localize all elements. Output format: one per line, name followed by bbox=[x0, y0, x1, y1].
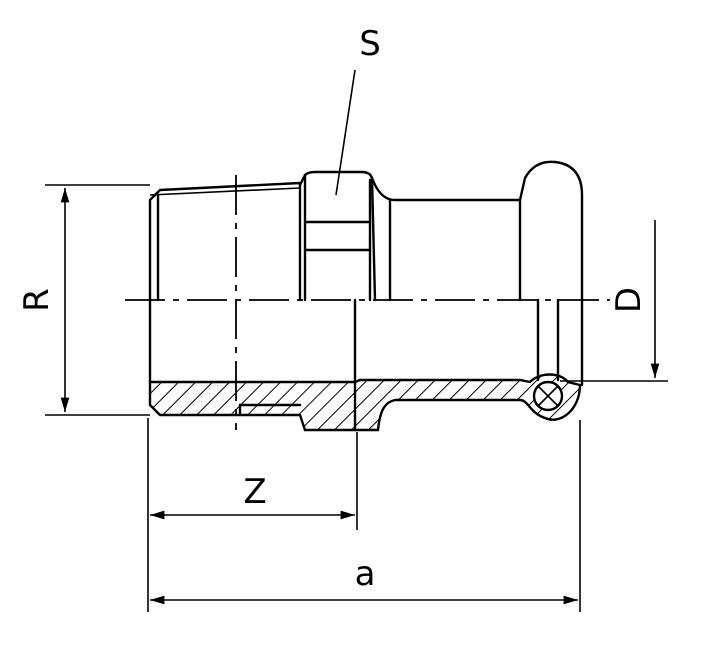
section-hatching bbox=[148, 373, 582, 432]
press-body-outline bbox=[370, 176, 522, 302]
thread-crest-line bbox=[149, 187, 301, 196]
hex-outline bbox=[298, 170, 377, 302]
s-leader-line bbox=[335, 69, 356, 196]
s-label: S bbox=[359, 24, 381, 64]
r-label: R bbox=[17, 288, 57, 312]
a-label: a bbox=[355, 554, 376, 594]
o-ring-cross bbox=[537, 385, 559, 407]
z-label: Z bbox=[243, 472, 266, 512]
d-label: D bbox=[609, 287, 649, 313]
o-ring-bead bbox=[518, 160, 584, 387]
thread-outline bbox=[148, 181, 302, 384]
